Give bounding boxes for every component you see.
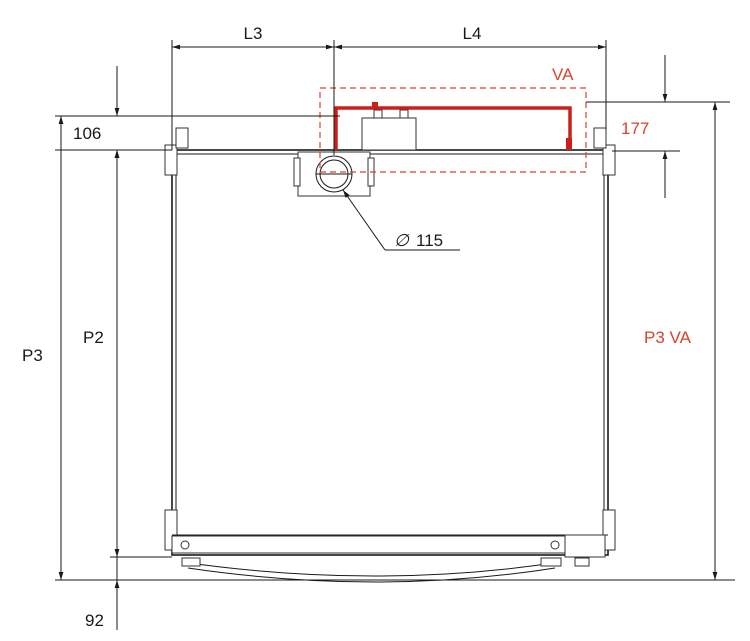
left-top-hook — [175, 127, 189, 149]
top-module — [361, 117, 417, 151]
label-va: VA — [552, 65, 574, 84]
va-accessory — [319, 87, 587, 173]
va-red-outline — [334, 106, 572, 150]
leader-phi115: ∅ 115 — [342, 189, 460, 251]
duct-connector — [293, 151, 375, 197]
bottom-right-module — [564, 534, 606, 558]
right-top-hook — [593, 127, 607, 149]
dim-106: 106 — [55, 66, 340, 170]
dim-177: 177 — [586, 55, 730, 198]
dim-l4: L4 — [334, 24, 607, 130]
left-top-bracket — [164, 144, 178, 176]
dim-p3-va: P3 VA — [644, 102, 718, 580]
bottom-skirt — [181, 561, 561, 577]
dim-92: 92 — [85, 557, 120, 630]
label-l4: L4 — [463, 24, 482, 43]
label-92: 92 — [85, 611, 104, 630]
phi-symbol: ∅ — [394, 231, 410, 250]
right-top-bracket — [602, 144, 616, 176]
right-bottom-bracket — [602, 509, 616, 551]
bottom-panel — [171, 535, 568, 554]
label-106: 106 — [73, 124, 101, 143]
unit-body — [164, 109, 616, 583]
label-p3-va: P3 VA — [644, 328, 692, 347]
label-p3: P3 — [22, 346, 43, 365]
label-phi115: 115 — [416, 231, 443, 250]
dim-p3: P3 — [22, 116, 735, 581]
label-p2: P2 — [83, 328, 104, 347]
label-177: 177 — [621, 119, 649, 138]
va-dashed-box — [319, 87, 587, 173]
dim-p2: P2 — [83, 150, 172, 558]
unit-housing — [171, 149, 609, 556]
label-l3: L3 — [244, 24, 263, 43]
dim-l3: L3 — [171, 24, 335, 155]
